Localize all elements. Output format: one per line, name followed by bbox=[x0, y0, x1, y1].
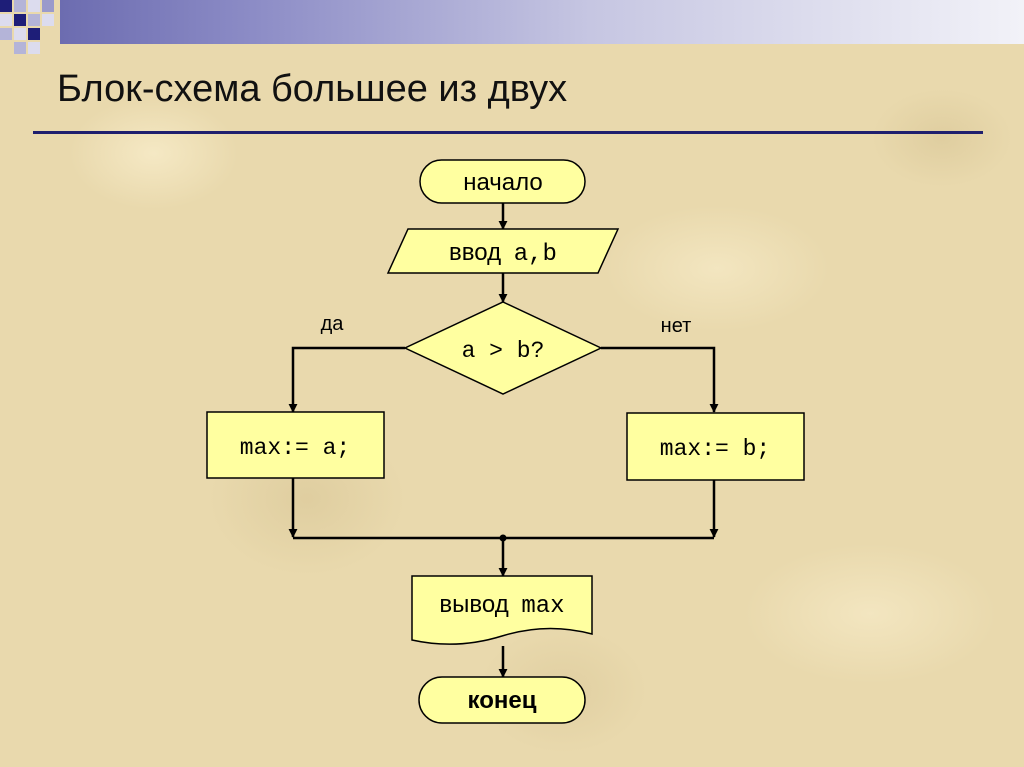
branch-no-label: нет bbox=[661, 315, 692, 337]
title-underline bbox=[33, 131, 983, 134]
input-label: ввод a,b bbox=[449, 239, 557, 268]
output-label: вывод max bbox=[439, 591, 564, 620]
arrow-no-branch bbox=[601, 346, 719, 413]
input-block bbox=[386, 228, 620, 274]
branch-yes-label: да bbox=[321, 313, 345, 335]
input-vars: a,b bbox=[514, 241, 557, 268]
condition-label: a > b? bbox=[462, 338, 545, 364]
end-label: конец bbox=[468, 687, 537, 714]
assign-yes-block bbox=[206, 411, 385, 479]
assign-yes-label: max:= a; bbox=[240, 435, 350, 461]
end-block bbox=[418, 676, 586, 724]
header-gradient-bar bbox=[60, 0, 1024, 44]
corner-squares-decoration bbox=[0, 0, 54, 54]
assign-no-label: max:= b; bbox=[660, 436, 770, 462]
output-block bbox=[411, 575, 593, 645]
condition-block bbox=[403, 301, 603, 395]
start-block bbox=[419, 159, 586, 204]
start-label: начало bbox=[463, 169, 543, 196]
slide-title: Блок-схема большее из двух bbox=[57, 68, 568, 110]
output-keyword: вывод bbox=[439, 591, 508, 618]
input-keyword: ввод bbox=[449, 239, 501, 266]
assign-no-block bbox=[626, 412, 805, 481]
arrow-yes-branch bbox=[288, 346, 405, 413]
output-var: max bbox=[521, 593, 564, 620]
merge-point bbox=[499, 534, 507, 542]
